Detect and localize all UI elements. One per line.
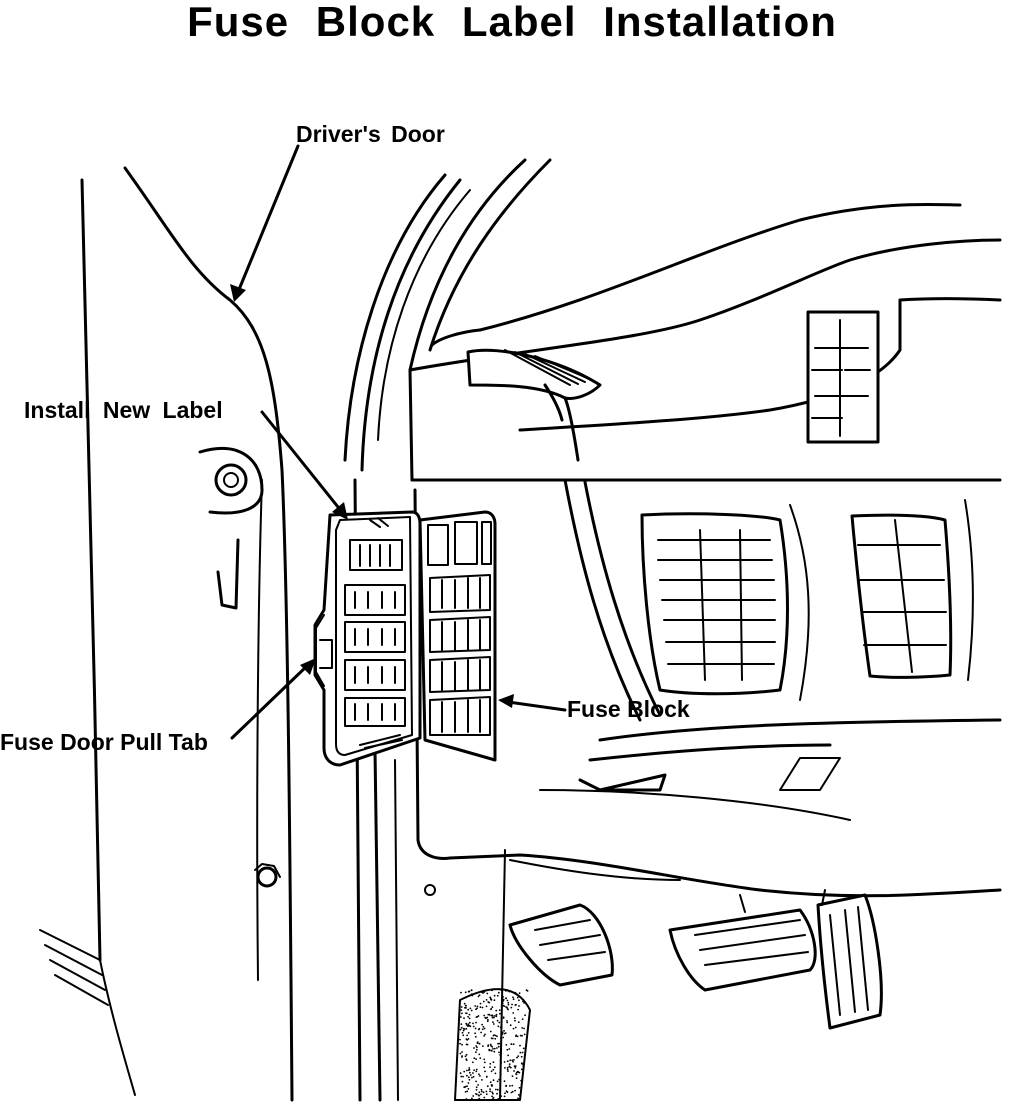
center-vents xyxy=(563,478,974,722)
lower-dashboard xyxy=(413,488,1002,1101)
leader-drivers-door xyxy=(230,144,300,302)
leader-install-new-label xyxy=(260,410,348,520)
leader-fuse-door-pull-tab xyxy=(230,658,316,740)
label-fuse-door-pull-tab: Fuse Door Pull Tab xyxy=(0,729,208,755)
door-outline xyxy=(39,166,294,1102)
diagram-title: Fuse Block Label Installation xyxy=(187,0,837,45)
leader-fuse-block xyxy=(498,694,567,712)
carpet-stipple xyxy=(459,989,529,1101)
label-drivers-door: Driver's Door xyxy=(296,121,445,147)
fuse-door xyxy=(313,510,422,767)
upper-dashboard xyxy=(408,238,1002,482)
label-fuse-block: Fuse Block xyxy=(567,696,690,722)
floor-carpet xyxy=(454,988,531,1101)
pedals xyxy=(508,889,883,1030)
fuse-block xyxy=(418,510,497,762)
label-install-new-label: Install New Label xyxy=(24,397,223,423)
